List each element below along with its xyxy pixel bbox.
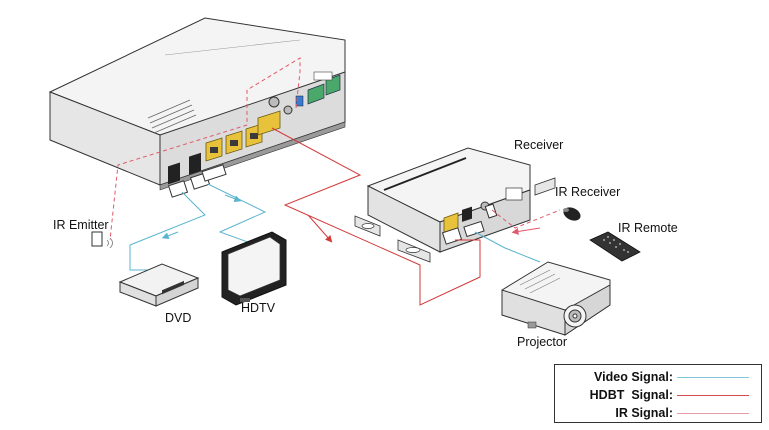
dvd-player (118, 263, 200, 307)
transmitter-device (48, 17, 346, 191)
ir-arrow (511, 227, 541, 235)
legend-line-video (677, 376, 749, 378)
label-projector: Projector (517, 335, 567, 349)
hdbt-cable (271, 127, 481, 306)
label-hdtv: HDTV (241, 301, 276, 315)
signal-legend: Video Signal: HDBT Signal: IR Signal: (554, 364, 762, 423)
legend-row-video: Video Signal: (594, 368, 761, 386)
ir-remote (589, 231, 641, 262)
label-ir-remote: IR Remote (618, 221, 678, 235)
receiver-device (354, 147, 556, 263)
transmitter-ir-cable (109, 57, 301, 241)
legend-line-hdbt (677, 394, 749, 396)
legend-row-ir: IR Signal: (615, 404, 761, 422)
video-cable-projector (474, 231, 541, 263)
ir-emitter (91, 231, 113, 249)
label-receiver: Receiver (514, 138, 563, 152)
hdtv (221, 231, 287, 306)
legend-label-hdbt: HDBT Signal: (589, 388, 673, 402)
legend-row-hdbt: HDBT Signal: (590, 386, 761, 404)
video-cable-hdtv (207, 183, 271, 251)
ir-receiver-sensor (563, 207, 581, 221)
label-dvd: DVD (165, 311, 191, 325)
legend-label-ir: IR Signal: (615, 406, 673, 420)
video-cable-dvd (129, 191, 206, 271)
projector (501, 261, 611, 336)
legend-label-video: Video Signal: (594, 370, 673, 384)
label-ir-emitter: IR Emitter (53, 218, 109, 232)
legend-line-ir (677, 412, 749, 414)
label-ir-receiver: IR Receiver (555, 185, 620, 199)
